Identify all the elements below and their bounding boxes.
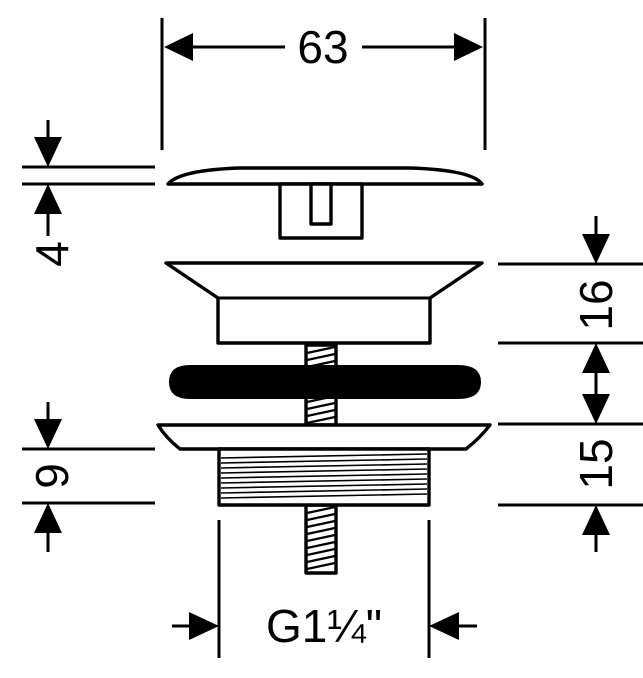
- thread-line: [220, 493, 428, 499]
- thread-length-dimension: 9: [22, 402, 155, 552]
- thread-line: [220, 468, 428, 474]
- thread-line: [220, 483, 428, 489]
- thread-line: [220, 463, 428, 469]
- thread-line: [306, 352, 336, 362]
- plug-cap: [166, 166, 484, 240]
- thread-line: [220, 453, 428, 459]
- arrow-down-icon: [34, 137, 62, 167]
- arrow-up-icon: [34, 184, 62, 214]
- thread-line: [306, 519, 336, 529]
- arrow-up-icon: [582, 505, 610, 535]
- thread-line: [306, 345, 336, 355]
- flange: [164, 261, 484, 345]
- width-dimension: 63: [160, 18, 487, 150]
- arrow-right-icon: [454, 33, 483, 61]
- body-height-label: 15: [570, 438, 622, 489]
- cap-height-label: 4: [26, 241, 78, 267]
- flange-body: [164, 261, 484, 345]
- rubber-gasket: [168, 365, 482, 399]
- washer-body: [156, 423, 492, 451]
- thread-line: [220, 488, 428, 494]
- threaded-body: [217, 447, 431, 507]
- thread-line: [220, 478, 428, 484]
- thread-line: [306, 554, 336, 564]
- cap-slot: [309, 182, 333, 226]
- arrow-down-icon: [34, 419, 62, 449]
- thread-line: [306, 415, 336, 425]
- cap-dome: [166, 166, 484, 186]
- thread-size-label: G1¼": [266, 600, 382, 652]
- arrow-down-icon: [582, 234, 610, 264]
- thread-line: [306, 512, 336, 522]
- arrow-up-icon: [34, 503, 62, 533]
- thread-length-label: 9: [26, 463, 78, 489]
- arrow-down-icon: [582, 394, 610, 424]
- thread-line: [220, 473, 428, 479]
- arrow-right-icon: [189, 612, 219, 640]
- thread-line: [306, 540, 336, 550]
- lower-washer: [156, 423, 492, 451]
- width-label: 63: [297, 21, 348, 73]
- thread-line: [306, 533, 336, 543]
- thread-line: [306, 408, 336, 418]
- thread-line: [306, 505, 336, 515]
- right-dimensions: 16 15: [498, 216, 643, 552]
- flange-height-label: 16: [570, 279, 622, 330]
- arrow-up-icon: [582, 343, 610, 373]
- cap-height-dimension: 4: [22, 120, 155, 267]
- thread-line: [306, 547, 336, 557]
- arrow-left-icon: [164, 33, 193, 61]
- thread-line: [306, 561, 336, 571]
- body-threads: [220, 453, 428, 499]
- arrow-left-icon: [429, 612, 459, 640]
- thread-line: [306, 526, 336, 536]
- thread-size-dimension: G1¼": [172, 520, 477, 658]
- thread-line: [220, 458, 428, 464]
- thread-line: [306, 401, 336, 411]
